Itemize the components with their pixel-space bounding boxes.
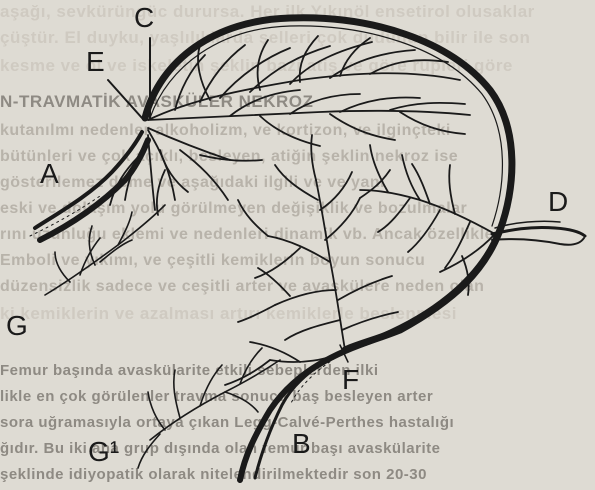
label-F: F (342, 366, 359, 394)
vessel-A-dots (30, 196, 100, 236)
upper-vessel-tree (148, 36, 470, 146)
label-B: B (292, 430, 311, 458)
lower-arc (240, 230, 500, 480)
label-E: E (86, 48, 105, 76)
vessel-D (492, 227, 585, 236)
vessel-D-lower (492, 238, 584, 245)
vessel-tree-F (225, 135, 398, 385)
label-C: C (134, 4, 154, 32)
outer-arc (145, 18, 512, 350)
label-G: G (6, 312, 28, 340)
label-G1: G¹ (88, 438, 119, 466)
label-D: D (548, 188, 568, 216)
vessel-tree-G1 (138, 348, 280, 468)
label-A: A (40, 160, 59, 188)
pointer-E (108, 80, 142, 118)
